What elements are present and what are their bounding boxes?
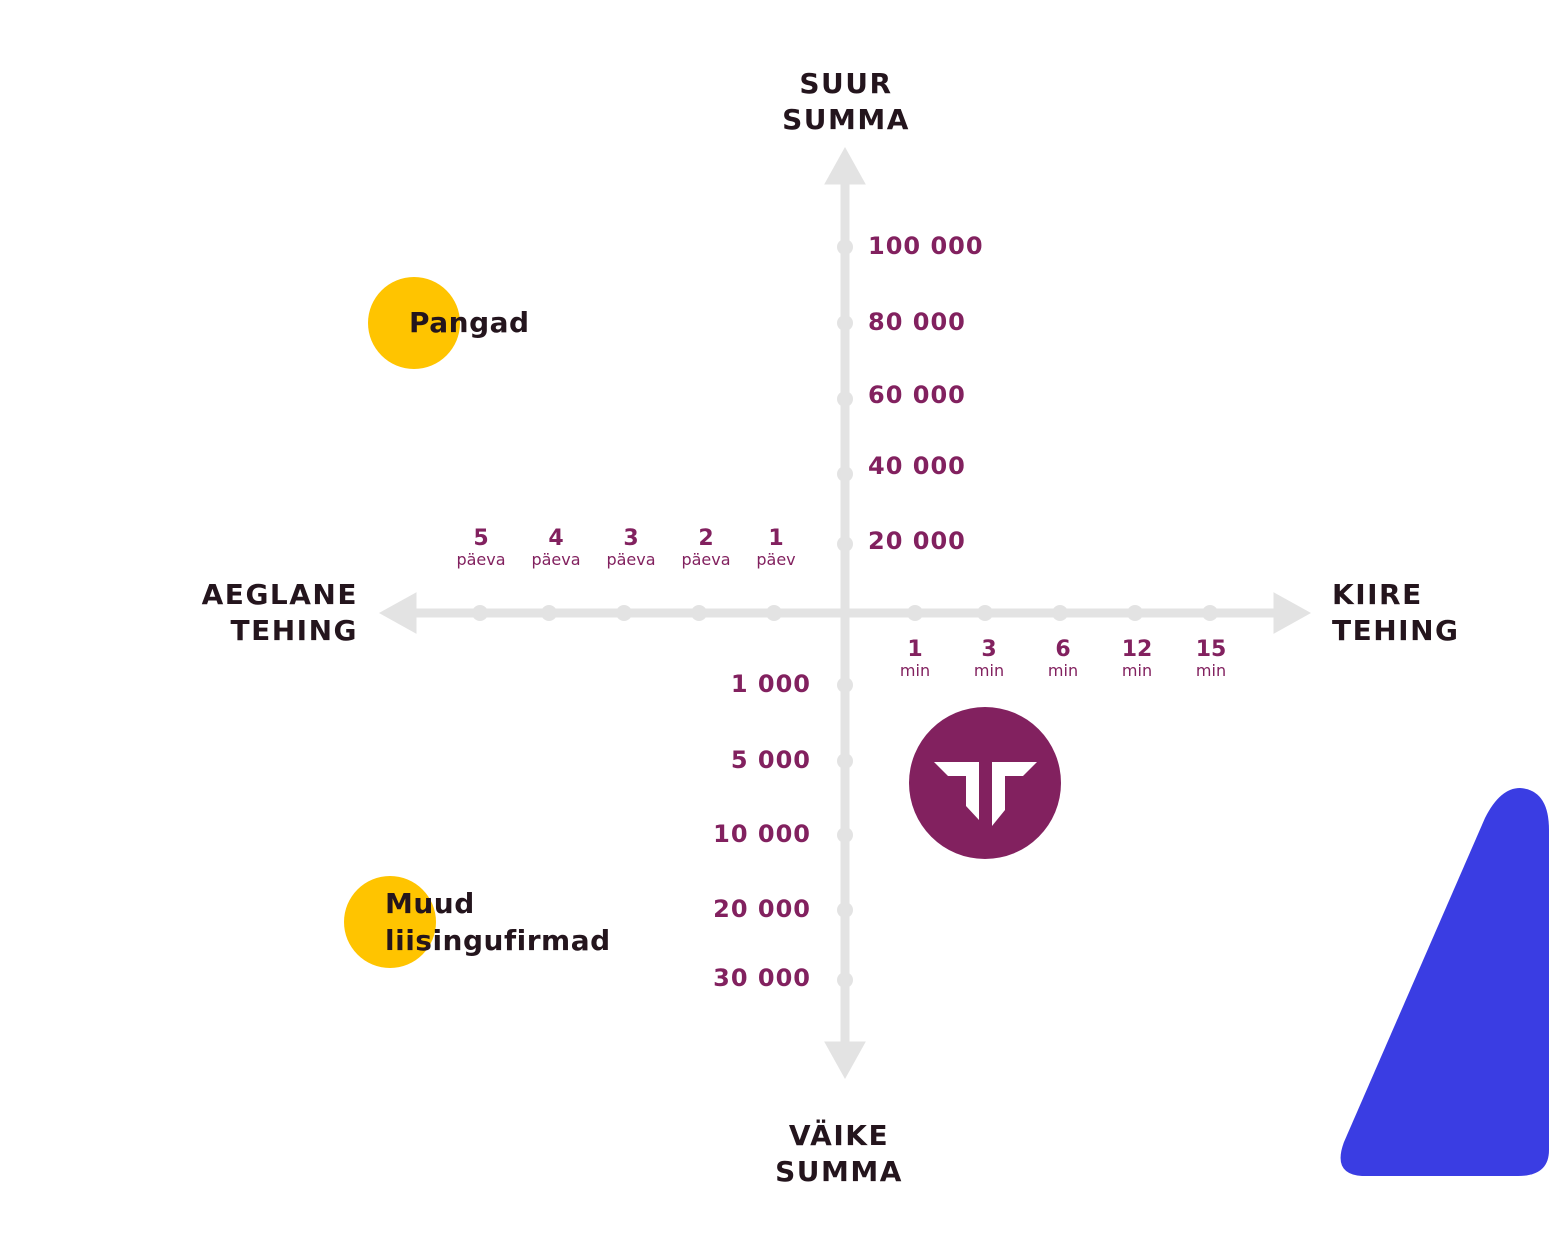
axis-title-line: SUUR — [799, 67, 893, 100]
axis-title-line: KIIRE — [1332, 578, 1423, 611]
banks-label: Pangad — [409, 306, 530, 339]
tick-unit: min — [973, 661, 1005, 680]
axis-title-line: AEGLANE — [201, 578, 358, 611]
axis-title-line: VÄIKE — [788, 1119, 890, 1152]
axis-title-left: AEGLANE TEHING — [170, 577, 358, 649]
axis-title-line: TEHING — [230, 614, 358, 647]
others-label-line: liisingufirmad — [385, 924, 611, 957]
tick-label: 40 000 — [868, 452, 966, 480]
tick-label: 20 000 — [868, 527, 966, 555]
tick-label: 5 000 — [730, 746, 811, 774]
tick-number: 5 — [473, 526, 489, 551]
arrow-down-icon — [824, 1041, 866, 1080]
arrow-left-icon — [378, 592, 417, 634]
tick-unit: päeva — [531, 550, 581, 569]
banks-bubble — [368, 277, 460, 369]
tick-label: 100 000 — [868, 232, 984, 260]
tick-label: 10 000 — [713, 820, 811, 848]
tick-number: 3 — [981, 637, 997, 662]
tick-unit: päeva — [681, 550, 731, 569]
tick-unit: min — [1121, 661, 1153, 680]
tick-label: 1 000 — [730, 670, 811, 698]
tick-unit: min — [899, 661, 931, 680]
tick-number: 6 — [1055, 637, 1071, 662]
tick-number: 4 — [548, 526, 564, 551]
arrow-right-icon — [1273, 592, 1312, 634]
brand-logo — [909, 707, 1061, 859]
tick-unit: min — [1047, 661, 1079, 680]
tick-unit: päeva — [456, 550, 506, 569]
axis-title-bottom: VÄIKE SUMMA — [772, 1118, 906, 1190]
tick-unit: päeva — [606, 550, 656, 569]
axis-title-right: KIIRE TEHING — [1332, 577, 1460, 649]
others-label-line: Muud — [385, 887, 475, 920]
tick-label: 20 000 — [713, 895, 811, 923]
others-bubble — [344, 876, 436, 968]
tick-number: 2 — [698, 526, 714, 551]
tick-unit: min — [1195, 661, 1227, 680]
tick-label: 30 000 — [713, 964, 811, 992]
axis-title-line: TEHING — [1332, 614, 1460, 647]
others-label: Muud liisingufirmad — [385, 885, 611, 959]
axis-tick-dots — [472, 239, 1218, 988]
tick-label: 60 000 — [868, 381, 966, 409]
tick-number: 1 — [768, 526, 784, 551]
tick-number: 1 — [907, 637, 923, 662]
axis-title-line: SUMMA — [782, 103, 910, 136]
tick-number: 3 — [623, 526, 639, 551]
tick-number: 12 — [1121, 637, 1153, 662]
axis-title-line: SUMMA — [775, 1155, 903, 1188]
tick-number: 15 — [1195, 637, 1227, 662]
tick-unit: päev — [756, 550, 796, 569]
decorative-blue-shape — [1340, 788, 1549, 1176]
arrow-up-icon — [824, 146, 866, 185]
axis-title-top: SUUR SUMMA — [779, 66, 913, 138]
tick-label: 80 000 — [868, 308, 966, 336]
